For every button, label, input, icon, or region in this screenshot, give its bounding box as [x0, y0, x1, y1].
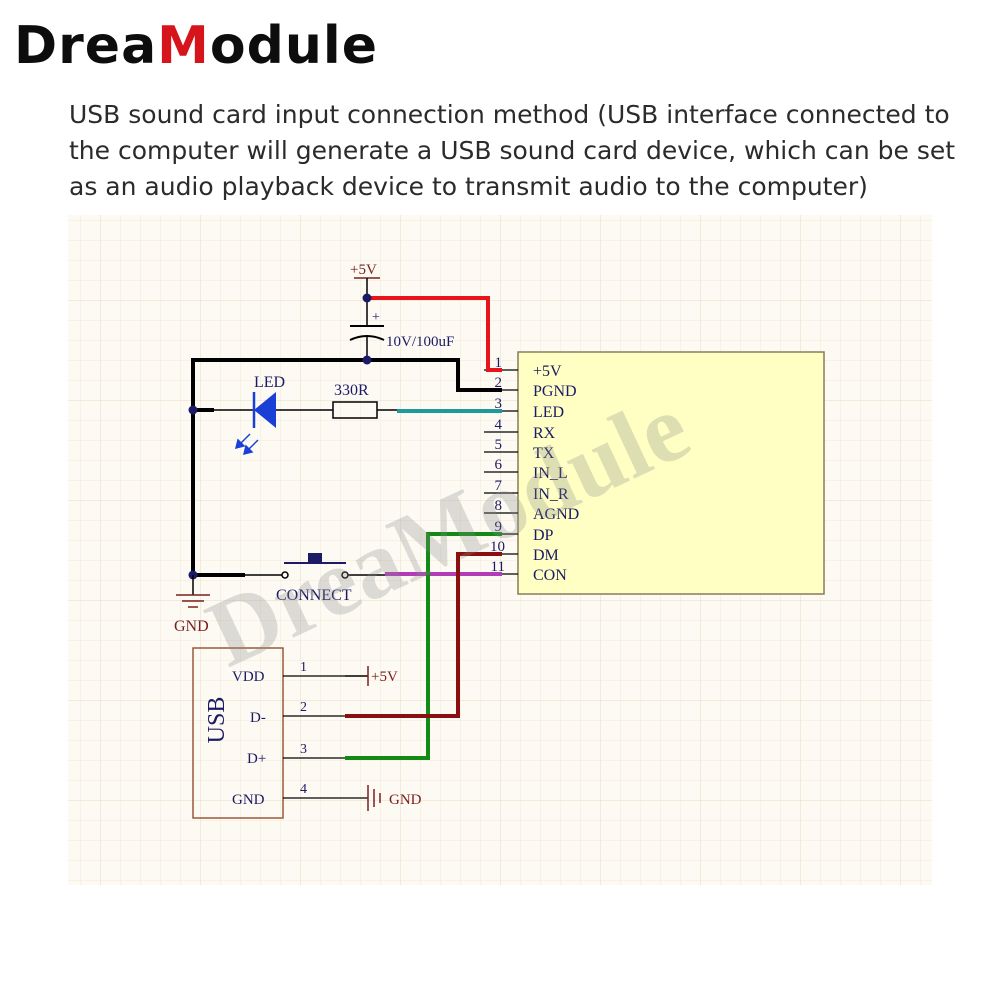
pin-number-10: 10 — [490, 539, 505, 555]
pin-label-4: RX — [533, 425, 556, 442]
pin-label-7: IN_R — [533, 486, 569, 503]
usb-pin-labels: VDD D- D+ GND — [232, 669, 266, 808]
pin-label-5: TX — [533, 445, 555, 462]
usb-gnd-net: GND — [389, 792, 422, 808]
pin-number-4: 4 — [495, 417, 503, 433]
usb-pin-label-4: GND — [232, 792, 265, 808]
brand-logo: DreaModule — [14, 20, 378, 72]
pin-number-6: 6 — [495, 457, 503, 473]
usb-pin-number-1: 1 — [300, 660, 307, 675]
usb-pin-stubs — [283, 675, 368, 799]
pin-label-9: DP — [533, 527, 554, 544]
module-pin-labels: +5V PGND LED RX TX IN_L IN_R AGND DP DM … — [533, 363, 579, 584]
power-label: +5V — [350, 262, 377, 278]
usb-pin-number-3: 3 — [300, 742, 307, 757]
module-box — [517, 351, 825, 595]
led-light-arrows — [234, 433, 259, 456]
wire-5v — [367, 296, 502, 372]
led-triangle — [254, 392, 276, 428]
switch-label: CONNECT — [276, 587, 352, 604]
usb-connector-box — [192, 647, 284, 819]
pin-number-2: 2 — [495, 375, 503, 391]
pin-label-3: LED — [533, 404, 564, 421]
gnd-label: GND — [174, 618, 209, 635]
capacitor-label: 10V/100uF — [386, 334, 454, 350]
junction-cap-gnd — [362, 355, 372, 365]
usb-pin-label-2: D- — [250, 710, 266, 726]
junction-led-gnd — [188, 405, 198, 415]
junction-power — [362, 293, 372, 303]
led-label: LED — [254, 374, 285, 391]
module-pin-numbers: 1 2 3 4 5 6 7 8 9 10 11 — [490, 355, 505, 575]
pin-label-1: +5V — [533, 363, 562, 380]
pin-number-5: 5 — [495, 437, 503, 453]
brand-accent-letter: M — [157, 16, 210, 76]
pin-label-6: IN_L — [533, 465, 568, 482]
switch-contact-left — [281, 571, 289, 579]
description-line-2: the computer will generate a USB sound c… — [69, 136, 956, 165]
pin-number-9: 9 — [495, 519, 503, 535]
usb-pin-label-3: D+ — [247, 751, 266, 767]
pin-label-8: AGND — [533, 506, 579, 523]
brand-suffix: odule — [209, 16, 378, 76]
pin-number-1: 1 — [495, 355, 503, 371]
pin-number-3: 3 — [495, 396, 503, 412]
wire-pgnd — [191, 358, 502, 575]
wire-dm — [345, 552, 502, 718]
pin-label-11: CON — [533, 567, 567, 584]
usb-title: USB — [204, 697, 230, 744]
pin-label-2: PGND — [533, 383, 577, 400]
usb-pin-numbers: 1 2 3 4 — [300, 660, 307, 797]
pin-label-10: DM — [533, 547, 559, 564]
pin-number-11: 11 — [491, 559, 505, 575]
brand-prefix: Drea — [14, 16, 158, 76]
switch-knob — [308, 553, 322, 563]
pin-number-8: 8 — [495, 498, 503, 514]
wire-dp — [345, 532, 502, 760]
usb-pin-number-2: 2 — [300, 700, 307, 715]
description-line-1: USB sound card input connection method (… — [69, 100, 950, 129]
usb-vdd-net: +5V — [371, 669, 398, 685]
description: USB sound card input connection method (… — [69, 97, 969, 205]
description-line-3: as an audio playback device to transmit … — [69, 172, 868, 201]
usb-pin-number-4: 4 — [300, 782, 307, 797]
capacitor-polarity: + — [372, 310, 380, 325]
resistor-label: 330R — [334, 382, 369, 399]
usb-pin-label-1: VDD — [232, 669, 265, 685]
pin-number-7: 7 — [495, 478, 503, 494]
